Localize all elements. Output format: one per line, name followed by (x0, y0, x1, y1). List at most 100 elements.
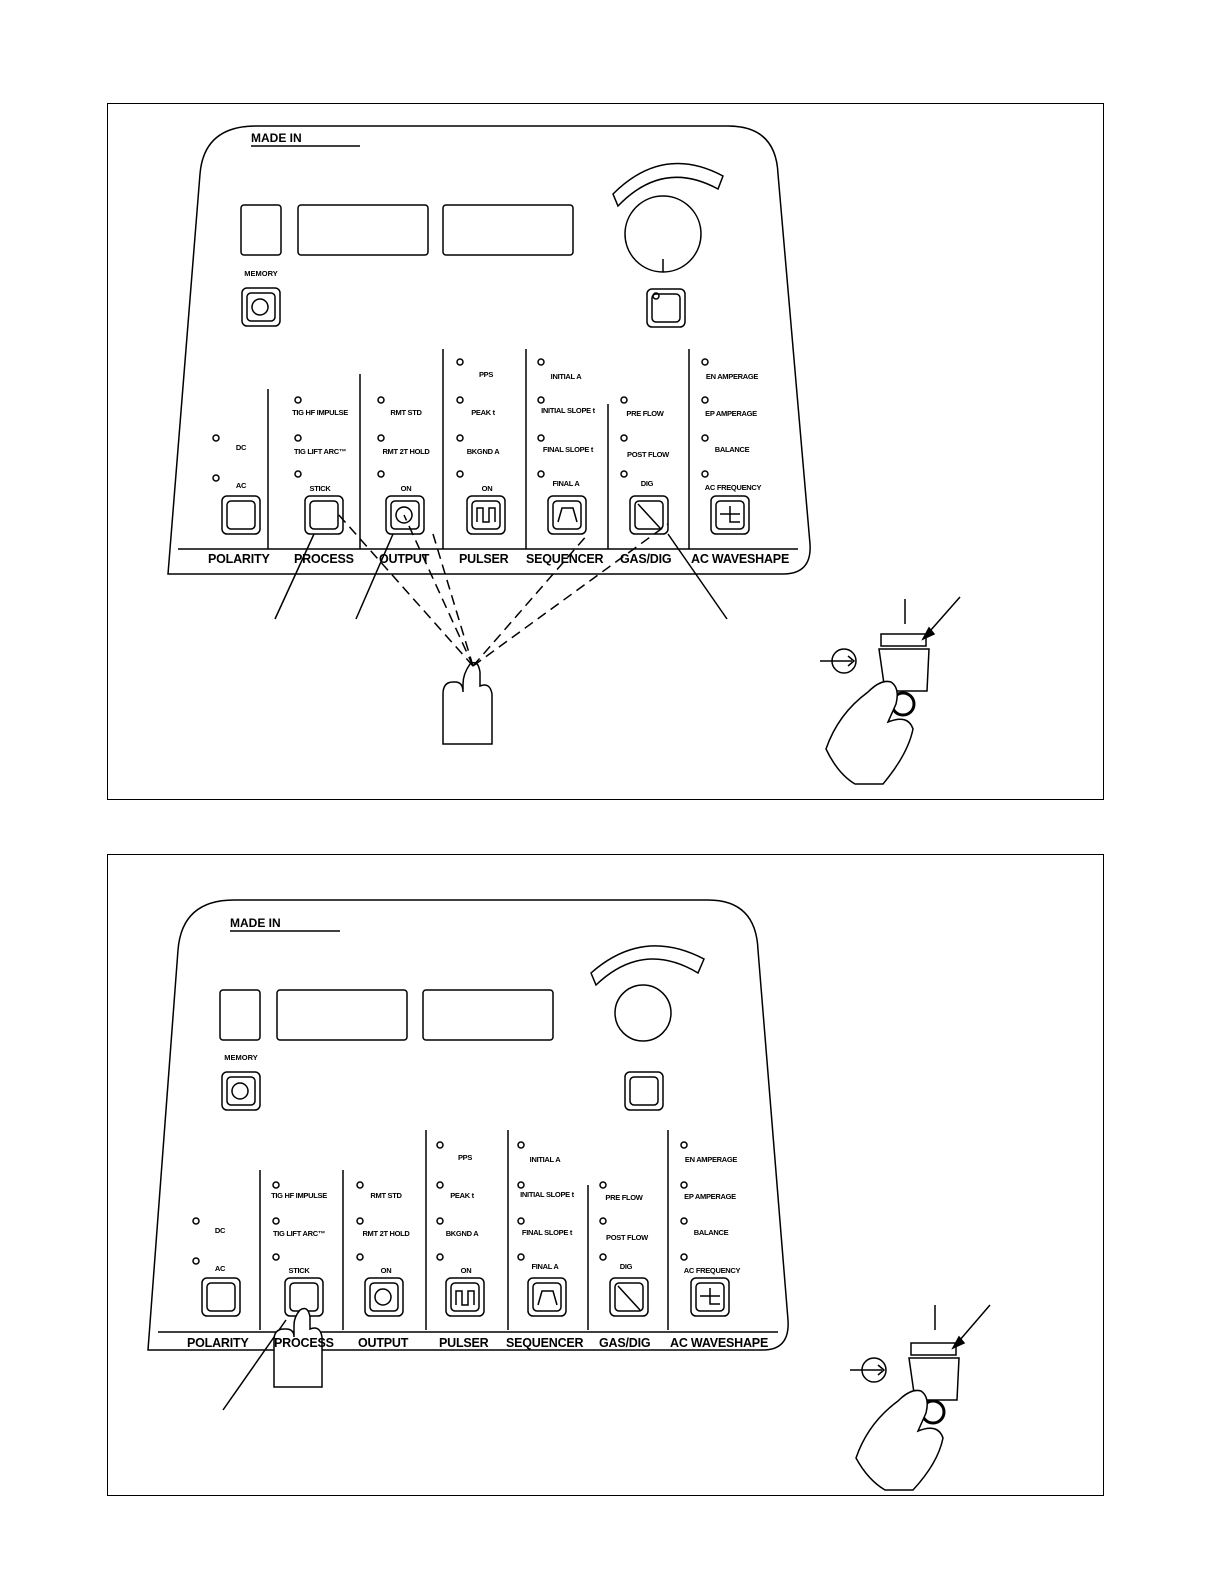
hand-press-icon (442, 661, 493, 745)
display-small (240, 204, 282, 256)
label-output-on-2: ON (380, 1266, 392, 1275)
figure-bottom: MADE IN MEMORY POLARITY PROCESS OUTPUT P… (107, 854, 1104, 1496)
display-small-2 (219, 989, 261, 1041)
amperage-button-icon (646, 288, 686, 328)
section-process: PROCESS (294, 552, 354, 566)
brand-label: MADE IN (251, 131, 302, 145)
section-process-2: PROCESS (274, 1336, 334, 1350)
sequencer-button-2 (527, 1277, 567, 1317)
label-initial-slope: INITIAL SLOPE t (541, 406, 595, 415)
knob-arc (612, 162, 724, 208)
section-sequencer-2: SEQUENCER (506, 1336, 584, 1350)
label-post-flow: POST FLOW (627, 450, 669, 459)
section-polarity-2: POLARITY (187, 1336, 249, 1350)
label-ep-amp-2: EP AMPERAGE (684, 1192, 736, 1201)
indicator-leds (212, 358, 709, 482)
display-left (297, 204, 429, 256)
display-right-2 (422, 989, 554, 1041)
sequencer-button (547, 495, 587, 535)
label-ac-freq-2: AC FREQUENCY (683, 1266, 741, 1275)
brand-label-2: MADE IN (230, 916, 281, 930)
front-panel-outline (167, 125, 811, 575)
display-right (442, 204, 574, 256)
section-gasdig: GAS/DIG (620, 552, 672, 566)
label-rmt-2t: RMT 2T HOLD (382, 447, 430, 456)
label-en-amp-2: EN AMPERAGE (684, 1155, 738, 1164)
section-output-2: OUTPUT (358, 1336, 409, 1350)
label-en-amp: EN AMPERAGE (705, 372, 759, 381)
label-rmt-std-2: RMT STD (370, 1191, 402, 1200)
label-pre-flow: PRE FLOW (626, 409, 664, 418)
label-ac: AC (235, 481, 247, 490)
label-bkgnd-a-2: BKGND A (445, 1229, 479, 1238)
label-pps: PPS (478, 370, 494, 379)
memory-label-2: MEMORY (224, 1053, 258, 1062)
figure-top-drawing (167, 125, 961, 785)
label-stick-2: STICK (288, 1266, 310, 1275)
label-dig: DIG (640, 479, 654, 488)
label-pps-2: PPS (457, 1153, 473, 1162)
control-knob-icon-2 (614, 984, 672, 1042)
display-left-2 (276, 989, 408, 1041)
label-final-a-2: FINAL A (531, 1262, 559, 1271)
process-button (304, 495, 344, 535)
label-dc: DC (235, 443, 247, 452)
label-ep-amp: EP AMPERAGE (705, 409, 757, 418)
section-pulser: PULSER (459, 552, 509, 566)
section-acwave-2: AC WAVESHAPE (670, 1336, 769, 1350)
label-initial-a: INITIAL A (550, 372, 582, 381)
label-final-slope: FINAL SLOPE t (542, 445, 594, 454)
label-stick: STICK (309, 484, 331, 493)
power-switch-icon (820, 596, 961, 785)
section-sequencer: SEQUENCER (526, 552, 604, 566)
indicator-leds-2 (192, 1141, 688, 1265)
figure-top: MADE IN MEMORY POLARITY PROCESS OUTPUT P… (107, 103, 1104, 800)
label-dc-2: DC (214, 1226, 226, 1235)
label-tig-hf-2: TIG HF IMPULSE (271, 1191, 327, 1200)
label-dig-2: DIG (619, 1262, 633, 1271)
pulser-button-2 (445, 1277, 485, 1317)
acwave-button-2 (690, 1277, 730, 1317)
gasdig-button (629, 495, 669, 535)
label-initial-a-2: INITIAL A (529, 1155, 561, 1164)
label-pulser-on-2: ON (460, 1266, 472, 1275)
label-balance-2: BALANCE (693, 1228, 729, 1237)
section-output: OUTPUT (379, 552, 430, 566)
label-peak-t-2: PEAK t (450, 1191, 474, 1200)
label-balance: BALANCE (714, 445, 750, 454)
gasdig-button-2 (609, 1277, 649, 1317)
knob-arc-2 (590, 945, 705, 987)
front-panel-outline-2 (147, 899, 789, 1351)
label-tig-lift: TIG LIFT ARC™ (293, 447, 347, 456)
label-peak-t: PEAK t (471, 408, 495, 417)
section-pulser-2: PULSER (439, 1336, 489, 1350)
label-final-slope-2: FINAL SLOPE t (521, 1228, 573, 1237)
label-pre-flow-2: PRE FLOW (605, 1193, 643, 1202)
hand-press-icon-2 (273, 1307, 323, 1388)
label-ac-2: AC (214, 1264, 226, 1273)
amperage-button-icon-2 (624, 1071, 664, 1111)
memory-label: MEMORY (244, 269, 278, 278)
label-rmt-2t-2: RMT 2T HOLD (362, 1229, 410, 1238)
label-pulser-on: ON (481, 484, 493, 493)
polarity-button-2 (201, 1277, 241, 1317)
acwave-button (710, 495, 750, 535)
output-button-2 (364, 1277, 404, 1317)
label-output-on: ON (400, 484, 412, 493)
section-polarity: POLARITY (208, 552, 270, 566)
label-bkgnd-a: BKGND A (466, 447, 500, 456)
power-switch-icon-2 (850, 1304, 991, 1491)
section-acwave: AC WAVESHAPE (691, 552, 790, 566)
pulser-button (466, 495, 506, 535)
label-tig-lift-2: TIG LIFT ARC™ (272, 1229, 326, 1238)
label-ac-freq: AC FREQUENCY (704, 483, 762, 492)
memory-button-icon (241, 287, 281, 327)
label-tig-hf: TIG HF IMPULSE (292, 408, 348, 417)
label-final-a: FINAL A (552, 479, 580, 488)
output-button (385, 495, 425, 535)
section-gasdig-2: GAS/DIG (599, 1336, 651, 1350)
label-initial-slope-2: INITIAL SLOPE t (520, 1190, 574, 1199)
label-rmt-std: RMT STD (390, 408, 422, 417)
memory-button-icon-2 (221, 1071, 261, 1111)
figure-bottom-drawing (147, 899, 991, 1491)
